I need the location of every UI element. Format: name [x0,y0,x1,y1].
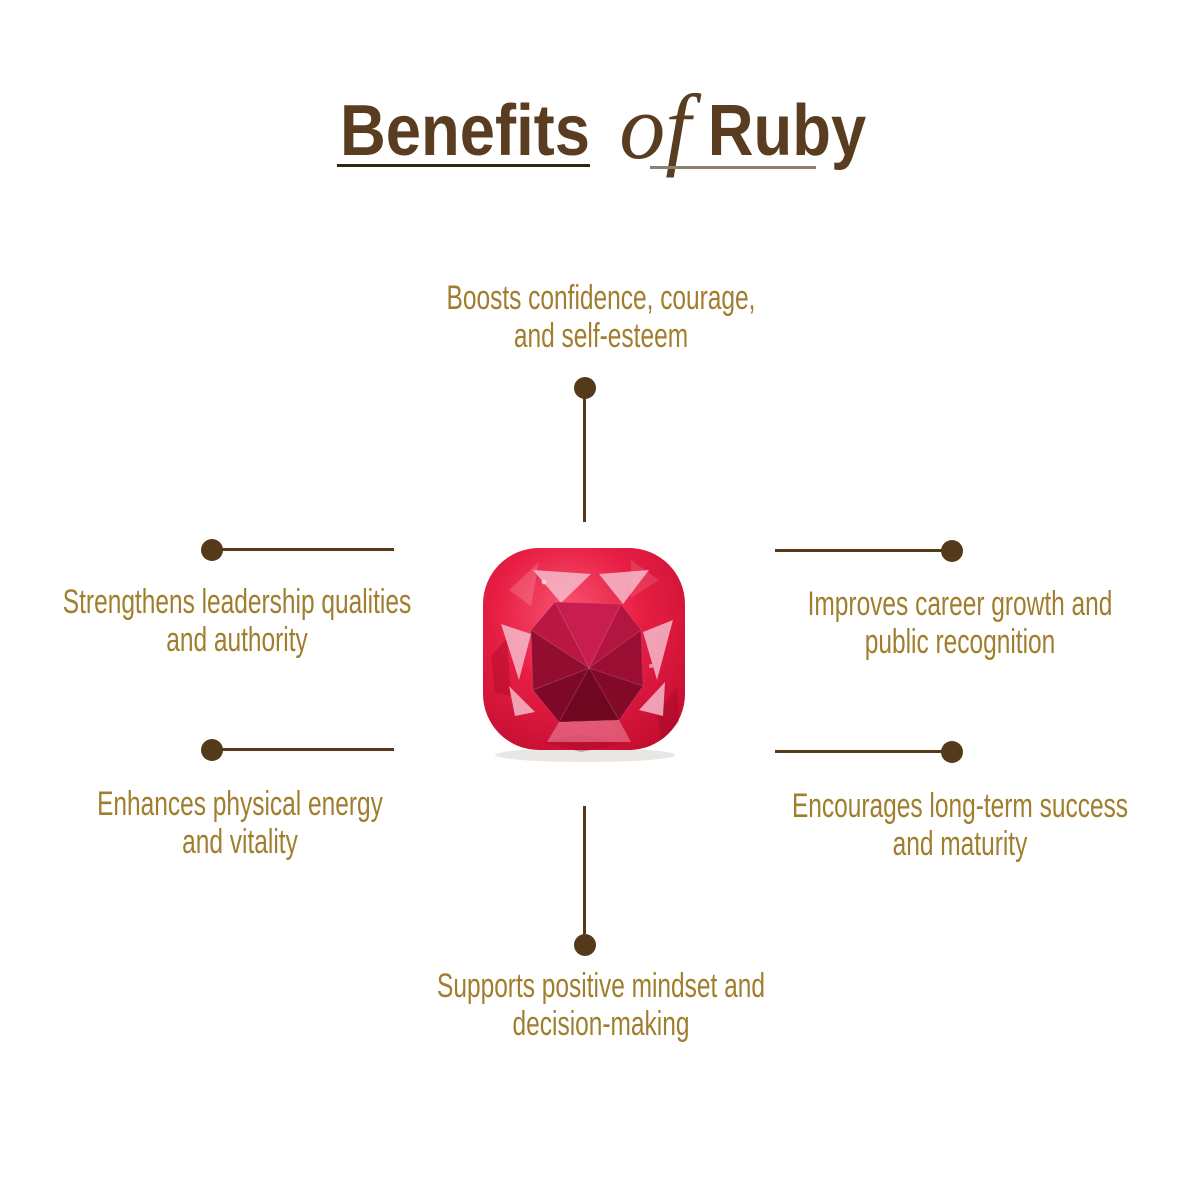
connector-dot-right-upper [941,540,963,562]
benefit-left-lower-line1: Enhances physical energy [97,785,383,823]
benefit-right-lower: Encourages long-term success and maturit… [780,787,1140,863]
page-title: Benefits of Ruby [0,76,1200,178]
benefit-left-upper-line2: and authority [166,621,308,659]
connector-line-right-upper [775,549,952,552]
benefit-left-lower-line2: and vitality [182,823,298,861]
gem-rim-glints [491,560,679,752]
connector-line-left-lower [212,748,394,751]
connector-dot-top [574,377,596,399]
benefit-bottom: Supports positive mindset and decision-m… [421,967,781,1043]
benefit-bottom-line2: decision-making [512,1005,690,1043]
title-underline-left [337,164,590,167]
title-word-ruby: Ruby [707,91,867,171]
connector-dot-right-lower [941,741,963,763]
benefit-left-upper: Strengthens leadership qualities and aut… [57,583,417,659]
gem-sparkles [541,579,653,668]
connector-dot-bottom [574,934,596,956]
connector-line-top [583,390,586,522]
gem-shadow [495,748,675,762]
benefit-left-lower: Enhances physical energy and vitality [60,785,420,861]
title-word-benefits: Benefits [340,91,591,171]
gem-star-facets [501,570,673,742]
connector-line-bottom [583,806,586,936]
benefit-right-lower-line2: and maturity [892,825,1028,863]
title-underline-right [650,166,816,169]
benefit-right-lower-line1: Encourages long-term success [791,787,1129,825]
benefit-right-upper: Improves career growth and public recogn… [780,585,1140,661]
ruby-gemstone-image [483,548,685,762]
connector-line-left-upper [212,548,394,551]
benefit-left-upper-line1: Strengthens leadership qualities [62,583,412,621]
benefit-top-line2: and self-esteem [513,317,689,355]
title-word-of: of [619,76,691,178]
benefit-right-upper-line1: Improves career growth and [807,585,1113,623]
connector-line-right-lower [775,750,952,753]
benefit-top-line1: Boosts confidence, courage, [446,279,756,317]
gem-table-facets [530,601,644,723]
benefit-top: Boosts confidence, courage, and self-est… [421,279,781,355]
benefit-bottom-line1: Supports positive mindset and [437,967,765,1005]
benefit-right-upper-line2: public recognition [864,623,1056,661]
